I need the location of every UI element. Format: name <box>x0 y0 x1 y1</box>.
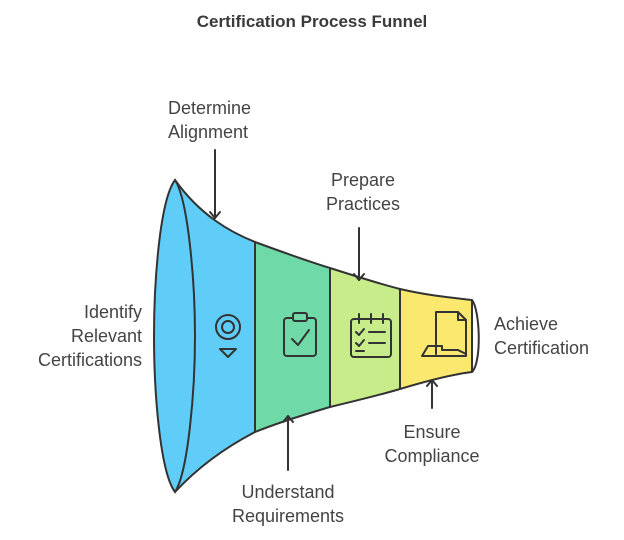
label-achieve-certification: Achieve Certification <box>494 314 590 358</box>
label-determine-alignment: Determine Alignment <box>168 98 252 142</box>
document-hand-icon <box>421 311 467 357</box>
arrow-determine-alignment <box>209 149 221 219</box>
funnel-mouth <box>152 178 197 494</box>
label-identify-relevant-certifications: Identify Relevant Certifications <box>37 302 142 370</box>
funnel-band-2 <box>254 241 331 433</box>
diagram-title: Certification Process Funnel <box>196 12 428 31</box>
checklist-calendar-icon <box>350 313 392 358</box>
clipboard-check-icon <box>283 312 317 357</box>
location-pin-icon <box>215 314 241 358</box>
label-prepare-practices: Prepare Practices <box>325 170 401 214</box>
arrow-prepare-practices <box>353 227 365 281</box>
arrow-ensure-compliance <box>426 379 438 409</box>
label-ensure-compliance: Ensure Compliance <box>384 422 480 466</box>
label-understand-requirements: Understand Requirements <box>231 482 345 526</box>
arrow-understand-requirements <box>282 415 294 471</box>
funnel-band-3 <box>329 267 401 408</box>
funnel-end-cap <box>471 299 480 373</box>
